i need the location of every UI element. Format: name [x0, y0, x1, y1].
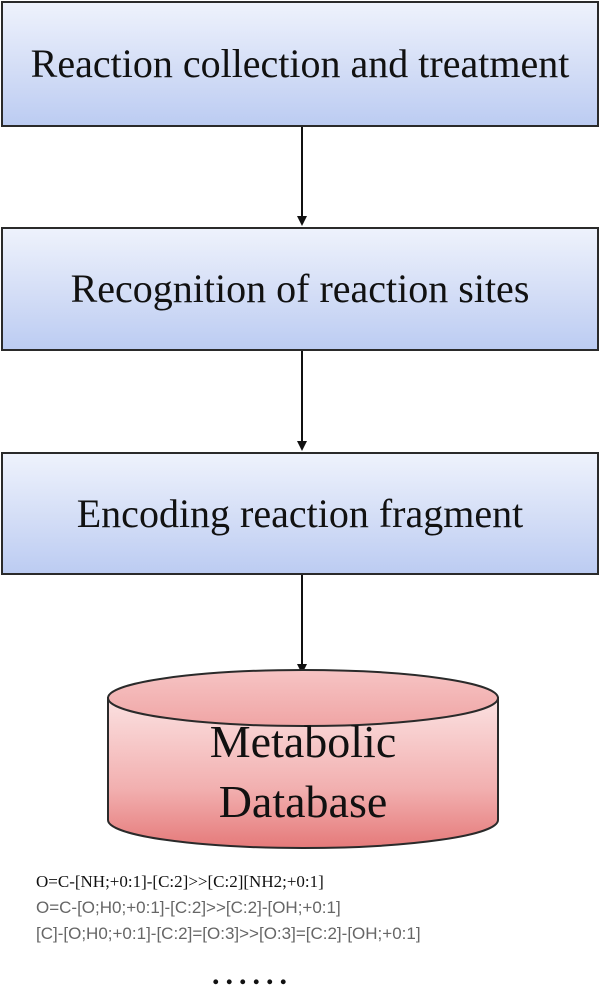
step-label: Reaction collection and treatment: [30, 41, 570, 86]
step-label: Encoding reaction fragment: [76, 490, 524, 536]
database-cylinder: [107, 669, 499, 849]
ellipsis: ......: [212, 958, 293, 991]
database-title-line: Database: [218, 776, 388, 827]
step-box-reaction-collection: Reaction collection and treatment: [1, 1, 599, 127]
step-box-recognition: Recognition of reaction sites: [1, 227, 599, 351]
smarts-code: O=C-[O;H0;+0:1]-[C:2]>>[C:2]-[OH;+0:1]: [36, 898, 341, 917]
database-title: Metabolic Database: [108, 712, 498, 832]
step-label: Recognition of reaction sites: [70, 266, 530, 311]
database-title-line: Metabolic: [209, 716, 397, 767]
smarts-code: O=C-[NH;+0:1]-[C:2]>>[C:2][NH2;+0:1]: [36, 872, 324, 891]
smarts-code: [C]-[O;H0;+0:1]-[C:2]=[O:3]>>[O:3]=[C:2]…: [36, 924, 421, 943]
step-box-encoding: Encoding reaction fragment: [1, 452, 599, 575]
smarts-code-list: O=C-[NH;+0:1]-[C:2]>>[C:2][NH2;+0:1] O=C…: [36, 869, 421, 947]
